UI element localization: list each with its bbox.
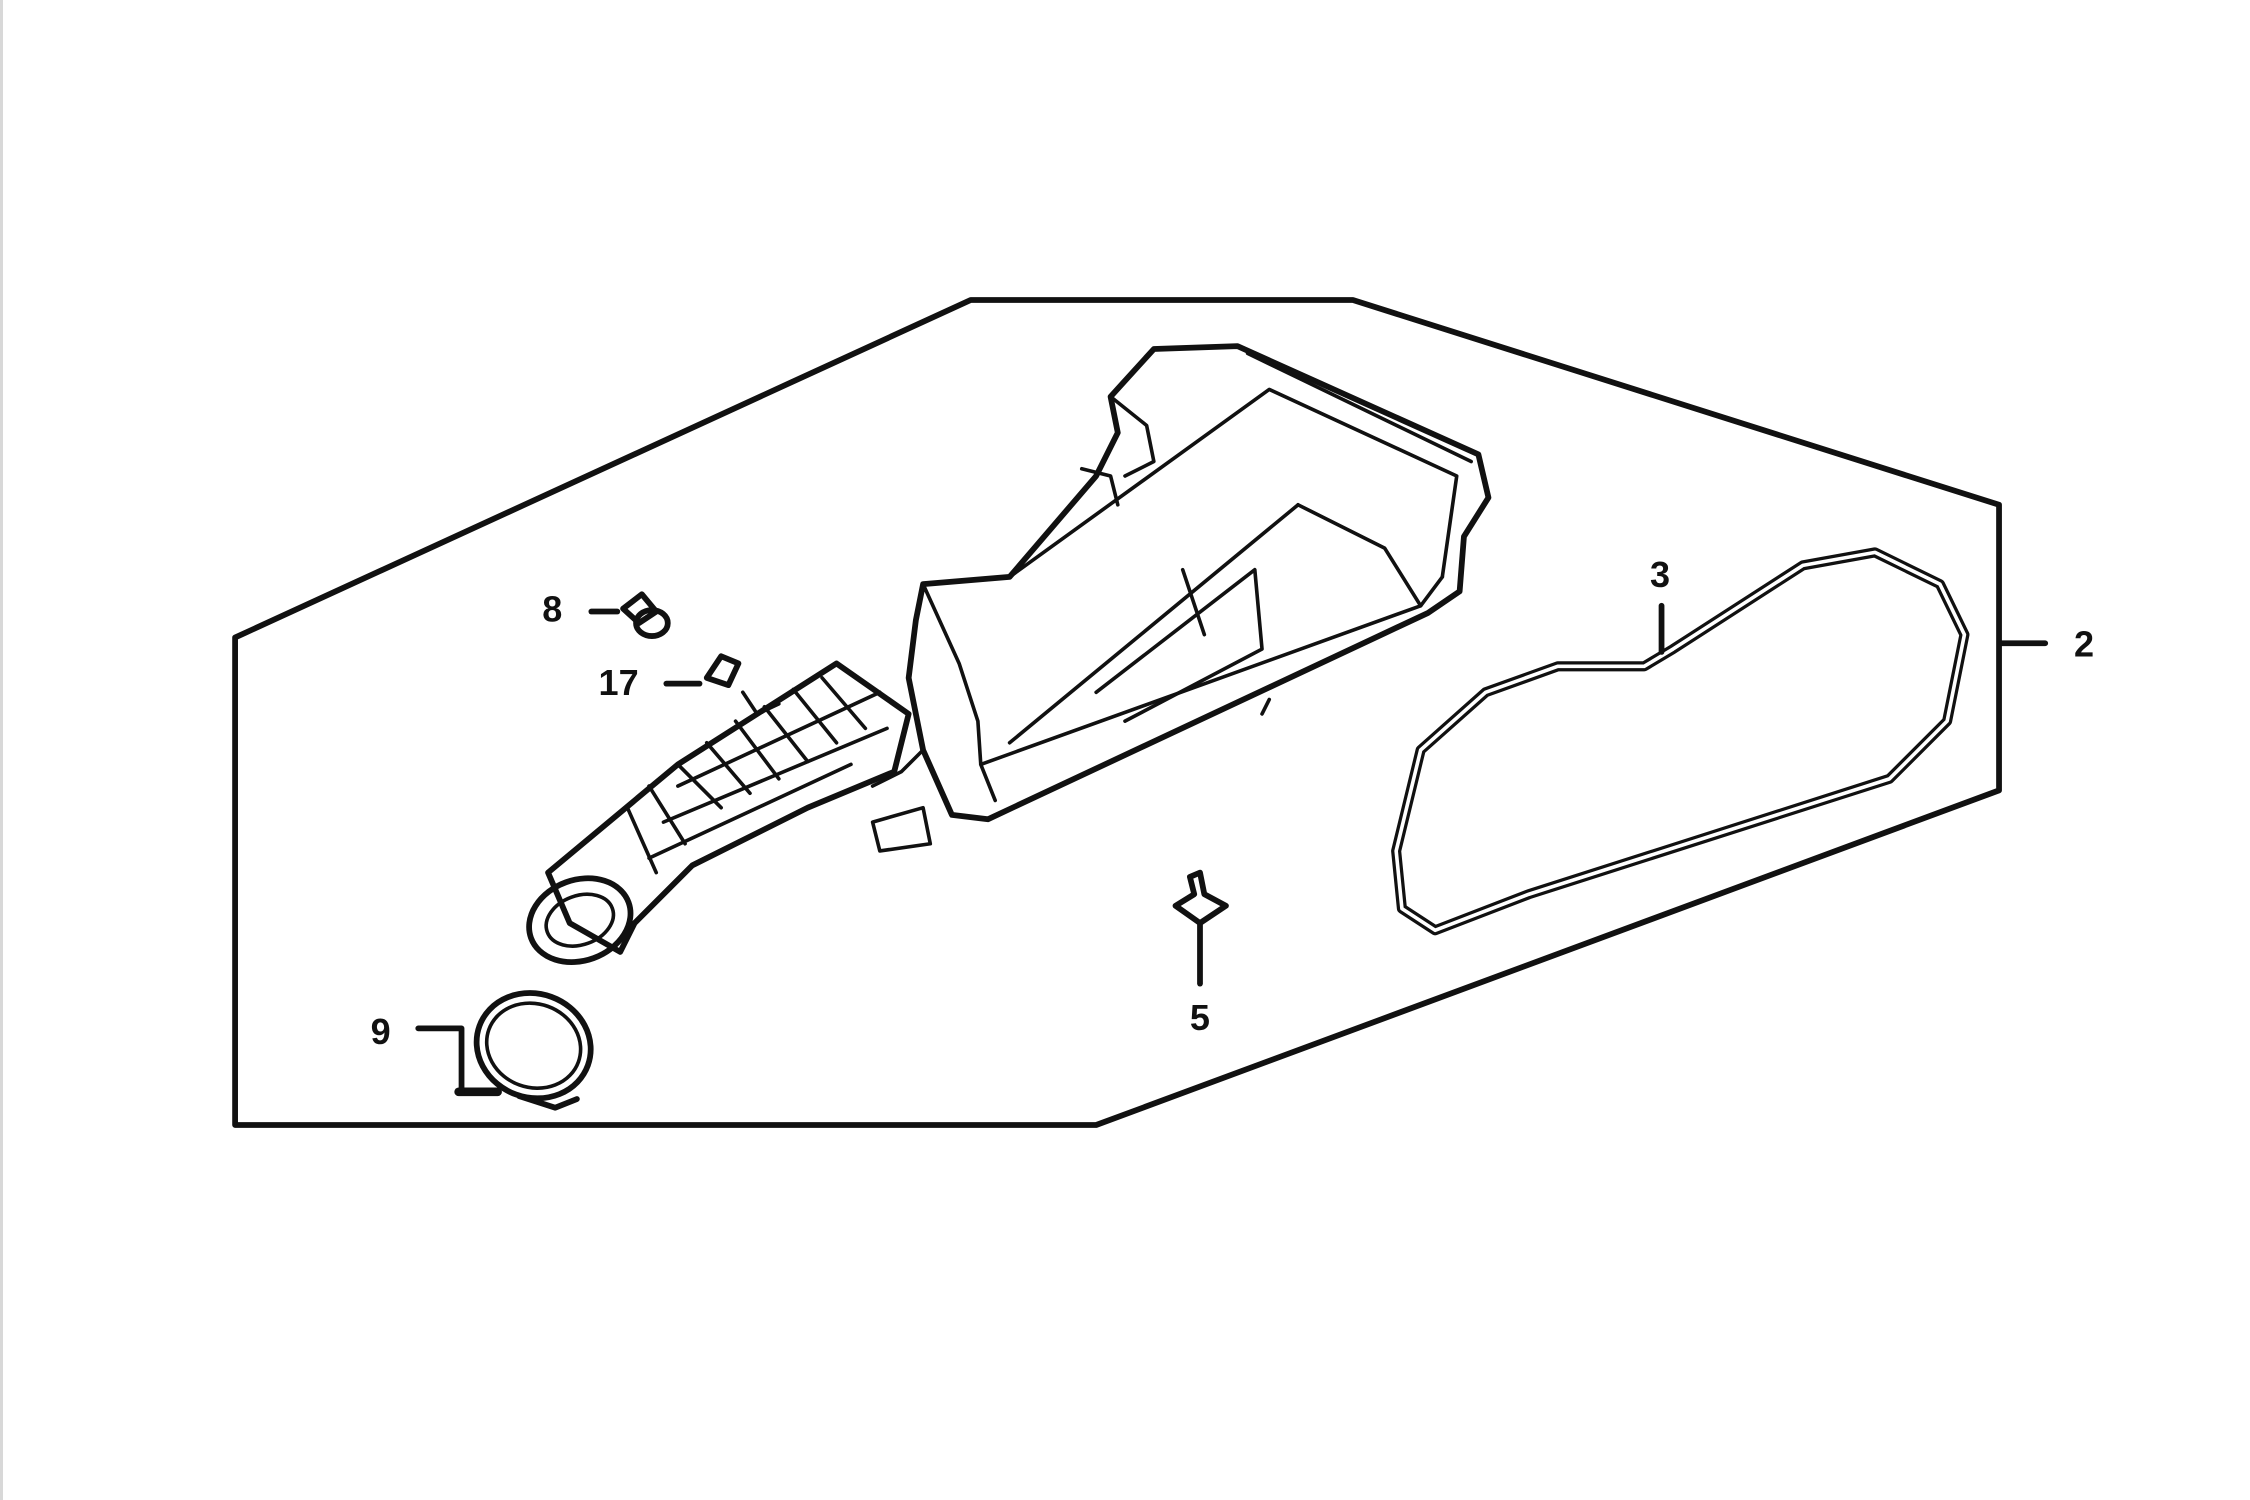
leader-lines: [415, 602, 2049, 1095]
air-cleaner-case: [870, 343, 1492, 853]
intake-duct: [526, 660, 912, 965]
part-8-grommet: [620, 591, 671, 639]
case-seal: [1391, 547, 1970, 936]
page-edge: [0, 0, 3, 1500]
callout-3: 3: [1650, 554, 1670, 595]
part-17-clip: [703, 653, 742, 688]
part-5-screw: [1172, 869, 1229, 926]
assembly-boundary: [232, 297, 2002, 1128]
callout-5: 5: [1190, 997, 1210, 1038]
callout-17: 17: [599, 662, 639, 703]
callout-9: 9: [371, 1011, 391, 1052]
callout-2: 2: [2074, 623, 2094, 664]
part-9-hose-clamp: [454, 990, 594, 1111]
callout-8: 8: [542, 589, 562, 630]
